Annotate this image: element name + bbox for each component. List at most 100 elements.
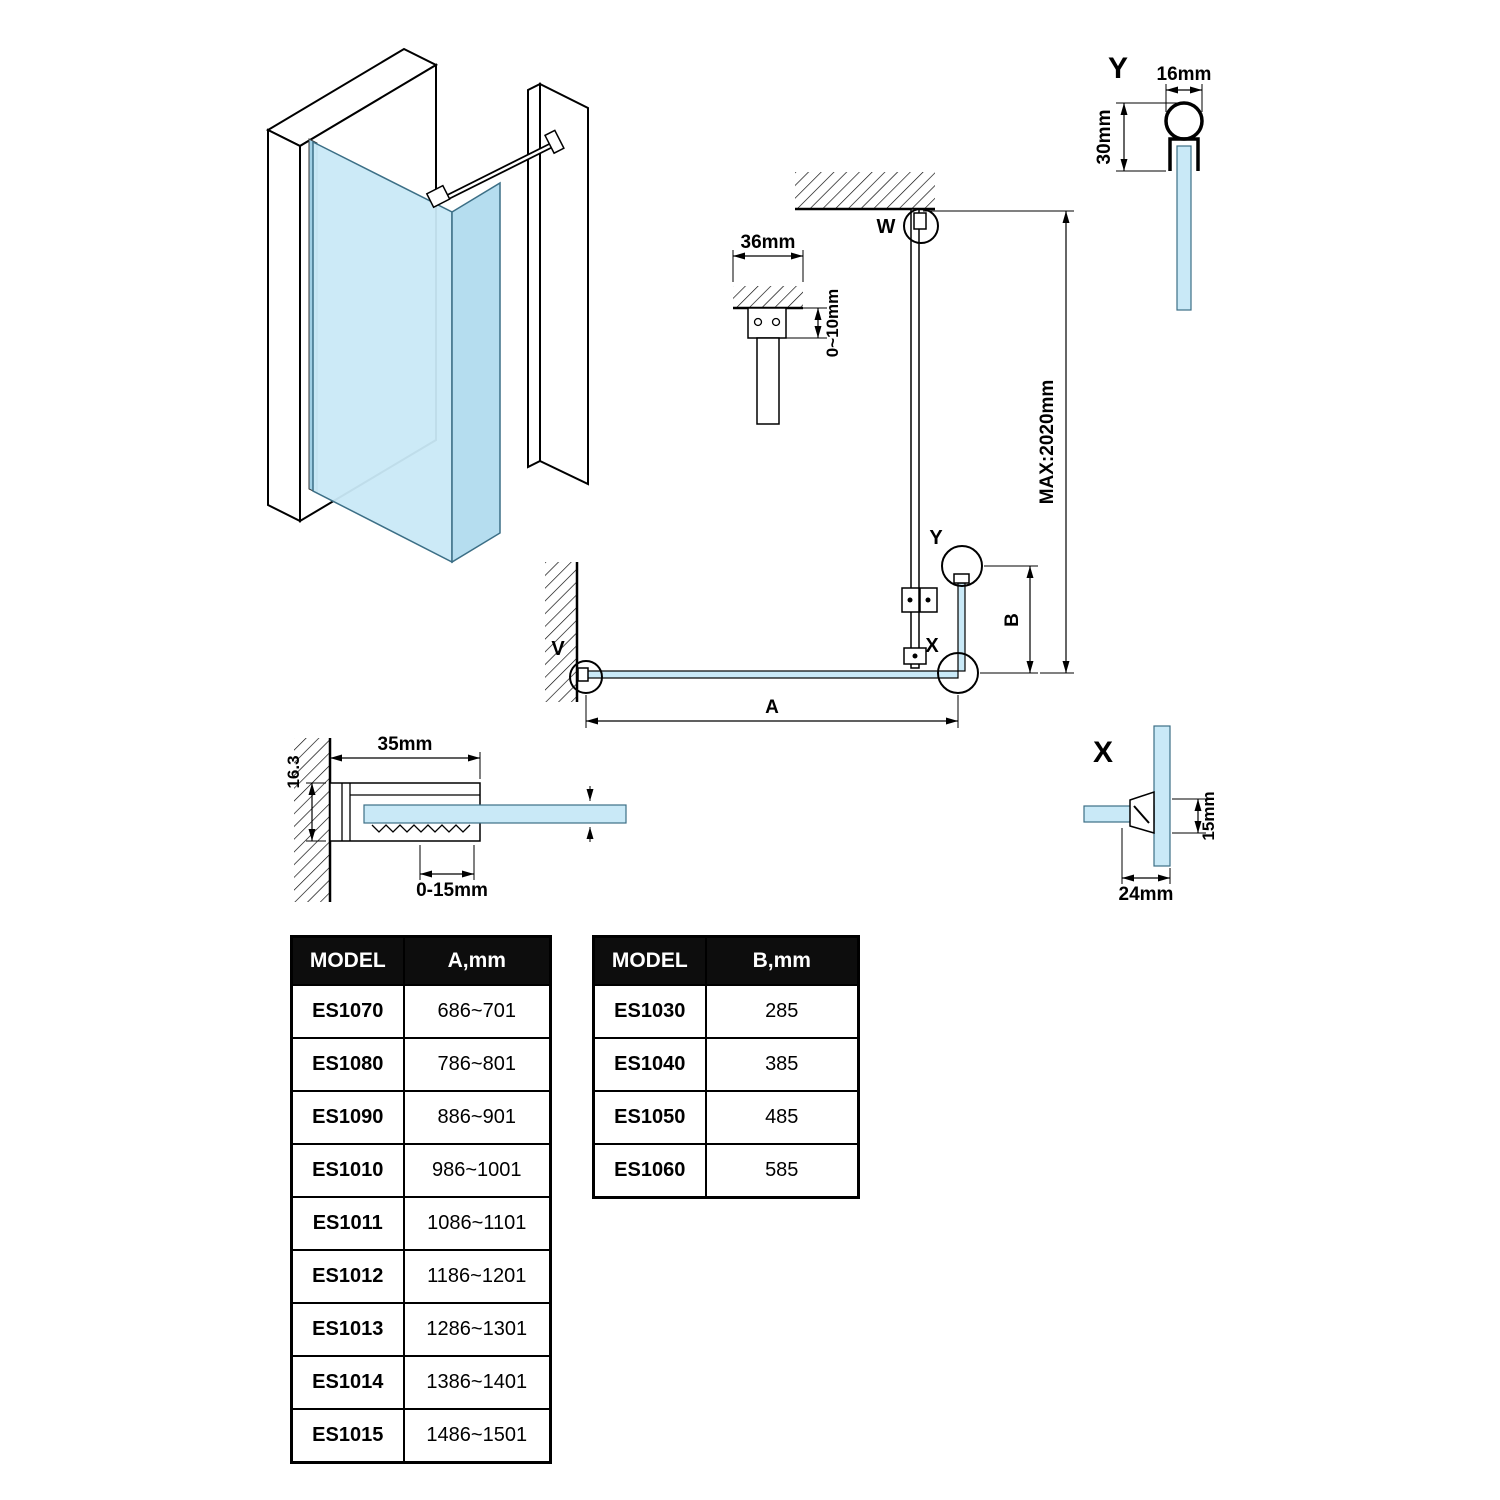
model-cell: ES1010 <box>290 1143 405 1198</box>
glass-panel-return <box>451 181 501 564</box>
clamp-screw-icon <box>1133 805 1150 824</box>
model-cell: ES1013 <box>290 1302 405 1357</box>
plan-view: W 36mm 0~10mm V <box>545 172 1074 728</box>
dim-label-16mm: 16mm <box>1157 64 1212 85</box>
glass-section <box>363 804 627 824</box>
corner-clamp <box>1129 790 1155 834</box>
value-cell: 786~801 <box>402 1037 552 1092</box>
glass-panel-main <box>312 140 453 564</box>
model-cell: ES1090 <box>290 1090 405 1145</box>
bolt-icon <box>912 653 918 659</box>
value-cell: 986~1001 <box>402 1143 552 1198</box>
bar-tube-profile <box>1164 101 1204 141</box>
detail-y: Y 16mm 30mm <box>1094 52 1212 311</box>
detail-x-title: X <box>1093 736 1113 769</box>
dim-label-35mm: 35mm <box>378 734 433 755</box>
column-header: MODEL <box>290 935 405 986</box>
model-cell: ES1011 <box>290 1196 405 1251</box>
value-cell: 1286~1301 <box>402 1302 552 1357</box>
glass-panel-plan <box>576 670 959 679</box>
isometric-view <box>265 47 589 564</box>
dim-label-0-10mm: 0~10mm <box>823 289 842 358</box>
column-header: B,mm <box>704 935 860 986</box>
glass-clamp-channel <box>1168 137 1200 171</box>
wall-right-face <box>539 82 589 486</box>
label-v: V <box>551 638 565 660</box>
glass-vertical <box>1153 725 1171 867</box>
value-cell: 1086~1101 <box>402 1196 552 1251</box>
value-cell: 1486~1501 <box>402 1408 552 1464</box>
value-cell: 385 <box>704 1037 860 1092</box>
dim-label-36mm: 36mm <box>741 232 796 253</box>
clamp-serration <box>371 824 471 833</box>
dim-label-15mm: 15mm <box>1199 791 1218 840</box>
top-wall-hatch <box>795 172 935 209</box>
label-w: W <box>877 216 896 238</box>
bracket-hatch <box>733 286 803 308</box>
dim-label-0-15mm: 0-15mm <box>416 880 488 901</box>
model-cell: ES1050 <box>592 1090 707 1145</box>
left-wall-hatch <box>545 562 577 702</box>
wall-bracket <box>913 212 927 230</box>
column-header: MODEL <box>592 935 707 986</box>
return-panel-plan <box>957 582 966 672</box>
value-cell: 686~701 <box>402 984 552 1039</box>
model-cell: ES1014 <box>290 1355 405 1410</box>
dim-label-a: A <box>765 697 779 718</box>
circle-v <box>569 660 603 694</box>
wall-profile-end <box>577 667 589 682</box>
label-y: Y <box>929 527 943 549</box>
wall-profile-section: 35mm 16.3 0-15mm <box>284 734 627 902</box>
value-cell: 886~901 <box>402 1090 552 1145</box>
circle-w <box>903 208 939 244</box>
value-cell: 1186~1201 <box>402 1249 552 1304</box>
bolt-icon <box>907 597 913 603</box>
support-bar-plan <box>910 208 920 669</box>
bolt-icon <box>771 317 781 327</box>
model-cell: ES1060 <box>592 1143 707 1199</box>
support-bar <box>443 141 557 201</box>
model-cell: ES1030 <box>592 984 707 1039</box>
wall-left-edge <box>267 128 301 523</box>
model-cell: ES1040 <box>592 1037 707 1092</box>
value-cell: 585 <box>704 1143 860 1199</box>
detail-y-title: Y <box>1108 52 1128 85</box>
model-cell: ES1080 <box>290 1037 405 1092</box>
dim-label-16-3: 16.3 <box>284 755 303 788</box>
bar-wall-flange <box>543 129 565 155</box>
dim-label-max-height: MAX:2020mm <box>1037 380 1058 505</box>
bracket-plate <box>747 307 787 339</box>
value-cell: 285 <box>704 984 860 1039</box>
model-cell: ES1070 <box>290 984 405 1039</box>
bracket-detail: 36mm 0~10mm <box>732 232 842 425</box>
bracket-bar <box>756 337 780 425</box>
column-header: A,mm <box>402 935 552 986</box>
bar-glass-clamp <box>425 184 451 209</box>
model-cell: ES1015 <box>290 1408 405 1464</box>
glass-strip <box>1176 145 1192 311</box>
dim-label-30mm: 30mm <box>1094 110 1115 165</box>
bolt-icon <box>925 597 931 603</box>
value-cell: 1386~1401 <box>402 1355 552 1410</box>
wall-right-edge <box>527 82 541 469</box>
circle-x <box>937 652 979 694</box>
detail-x: X 15mm 24mm <box>1083 725 1218 905</box>
bolt-icon <box>753 317 763 327</box>
